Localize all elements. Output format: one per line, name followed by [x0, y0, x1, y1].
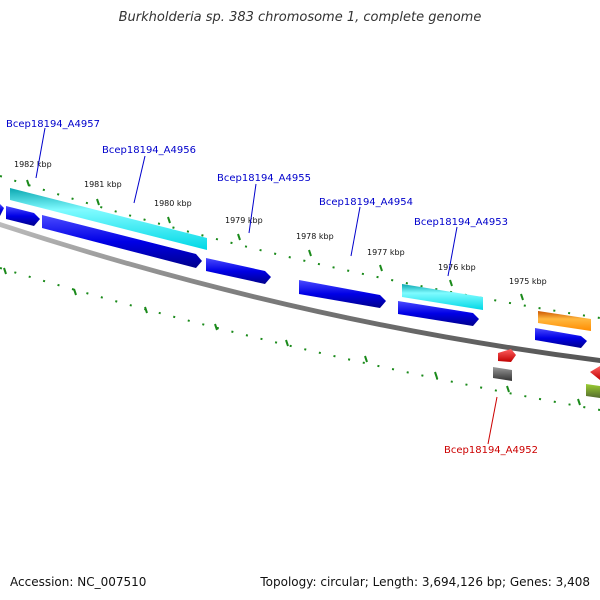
major-ticks-bottom [3, 267, 581, 406]
pseudogene-feature-gray[interactable] [493, 367, 512, 381]
gene-feature-blue[interactable] [0, 204, 4, 216]
gene-label[interactable]: Bcep18194_A4952 [444, 445, 538, 456]
gene-feature-olive[interactable] [586, 384, 600, 398]
gene-feature-blue[interactable] [535, 328, 587, 348]
tick-label: 1975 kbp [509, 277, 547, 286]
rna-feature-red[interactable] [498, 349, 516, 362]
label-leader-line [248, 183, 257, 234]
tick-label: 1976 kbp [438, 263, 476, 272]
gene-feature-orange[interactable] [538, 311, 591, 331]
gene-feature-blue[interactable] [206, 258, 271, 284]
gene-feature-cyan[interactable] [402, 284, 483, 310]
gene-label[interactable]: Bcep18194_A4956 [102, 145, 196, 156]
gene-label[interactable]: Bcep18194_A4954 [319, 197, 413, 208]
gene-label[interactable]: Bcep18194_A4953 [414, 217, 508, 228]
major-ticks-top [26, 179, 524, 301]
tick-label: 1981 kbp [84, 180, 122, 189]
gene-feature-blue[interactable] [398, 301, 479, 326]
gene-label[interactable]: Bcep18194_A4955 [217, 173, 311, 184]
genome-summary-text: Topology: circular; Length: 3,694,126 bp… [260, 575, 590, 589]
gene-feature-blue[interactable] [42, 215, 202, 268]
gene-feature-cyan[interactable] [10, 188, 207, 250]
label-leader-line [35, 127, 46, 179]
label-leader-line [487, 396, 498, 445]
tick-scale-top [0, 175, 600, 319]
gene-label[interactable]: Bcep18194_A4957 [6, 119, 100, 130]
tick-label: 1979 kbp [225, 216, 263, 225]
label-leader-line [447, 226, 458, 277]
map-title: Burkholderia sp. 383 chromosome 1, compl… [118, 10, 482, 25]
rna-feature-red[interactable] [590, 366, 600, 380]
tick-label: 1978 kbp [296, 232, 334, 241]
label-leader-line [350, 206, 361, 257]
tick-label: 1980 kbp [154, 199, 192, 208]
tick-label: 1977 kbp [367, 248, 405, 257]
label-leader-line [133, 155, 146, 204]
accession-text: Accession: NC_007510 [10, 575, 147, 589]
gene-feature-blue[interactable] [299, 280, 386, 308]
gene-feature-blue[interactable] [6, 206, 40, 226]
tick-label: 1982 kbp [14, 160, 52, 169]
